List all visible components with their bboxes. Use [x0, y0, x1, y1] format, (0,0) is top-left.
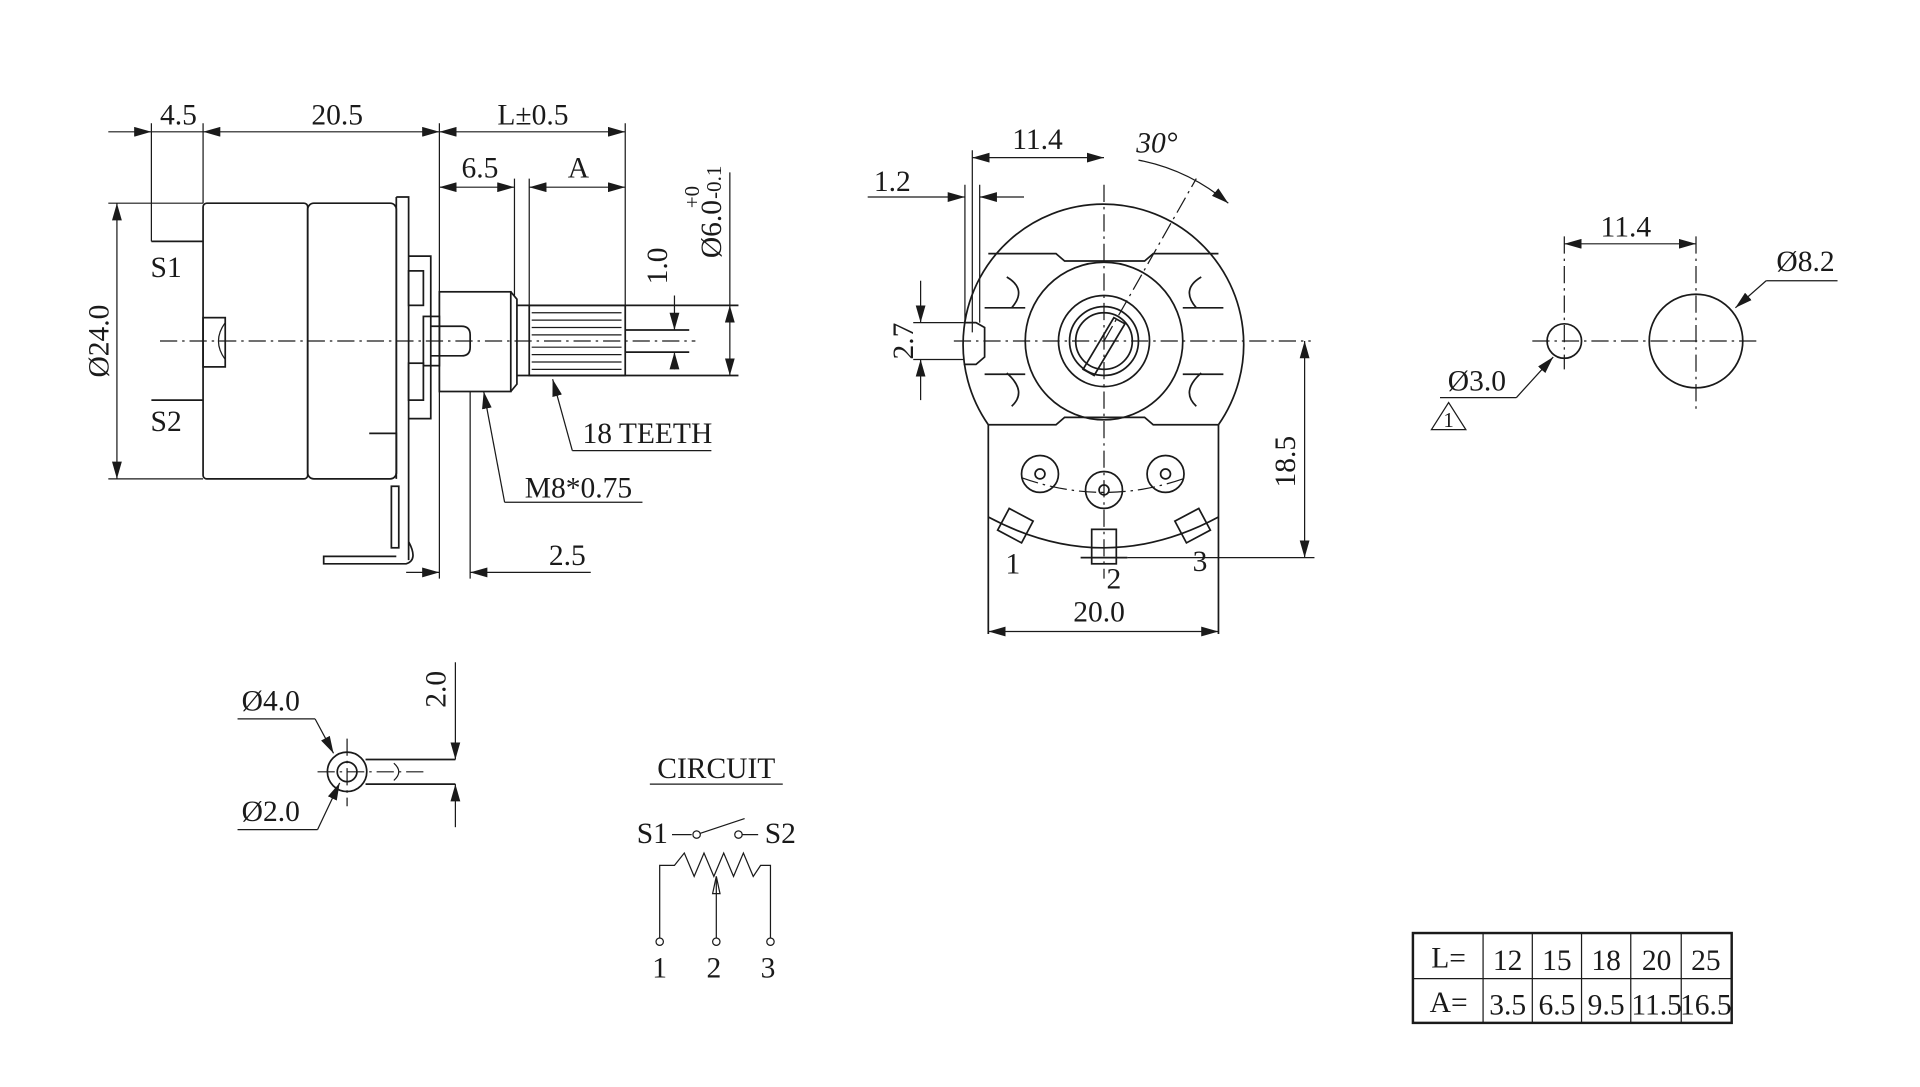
circuit-title: CIRCUIT [657, 753, 775, 785]
dim-1-0: 1.0 [642, 248, 674, 285]
table-row-A-label: A= [1430, 987, 1468, 1019]
dim-1-2: 1.2 [874, 166, 911, 198]
dim-2-5: 2.5 [549, 540, 586, 572]
dim-11-4: 11.4 [1012, 124, 1063, 156]
pin-1: 1 [1006, 549, 1021, 581]
pin-3: 3 [1193, 546, 1208, 578]
dim-A: A [568, 152, 590, 184]
dim-dia-4: Ø4.0 [242, 685, 300, 717]
pin-2: 2 [1106, 563, 1121, 595]
table-cell: 15 [1542, 945, 1572, 977]
dim-2-0: 2.0 [421, 671, 453, 708]
circuit-pin-2: 2 [706, 952, 721, 984]
circuit-s2: S2 [765, 818, 796, 850]
table-cell: 25 [1691, 945, 1721, 977]
cutout-dim-11-4: 11.4 [1601, 211, 1652, 243]
front-view: 1 2 3 11.4 30° 1.2 2.7 18.5 20.0 [867, 124, 1315, 637]
dim-L: L±0.5 [497, 99, 568, 131]
dim-dia-3-0: Ø3.0 [1448, 365, 1506, 397]
dim-18-5: 18.5 [1270, 436, 1302, 488]
table-row-L-label: L= [1431, 942, 1466, 974]
circuit-s1: S1 [637, 818, 668, 850]
dim-dia-6-tol-lower: -0.1 [702, 166, 726, 199]
label-s1: S1 [151, 252, 182, 284]
circuit-pin-1: 1 [652, 952, 667, 984]
table-cell: 9.5 [1588, 989, 1625, 1021]
table-cell: 12 [1493, 945, 1523, 977]
circuit-diagram: CIRCUIT S1 S2 1 2 3 [637, 753, 796, 984]
teeth-label: 18 TEETH [582, 418, 712, 450]
note-mark: 1 [1443, 408, 1453, 432]
dim-6-5: 6.5 [462, 152, 499, 184]
table-cell: 20 [1642, 945, 1672, 977]
dim-dia-6-tol-upper: +0 [680, 186, 704, 208]
table-cell: 3.5 [1489, 989, 1526, 1021]
table-cell: 11.5 [1631, 989, 1682, 1021]
table-cell: 16.5 [1680, 989, 1732, 1021]
dim-dia-8-2: Ø8.2 [1776, 246, 1834, 278]
label-s2: S2 [151, 406, 182, 438]
length-table: L= 12 15 18 20 25 A= 3.5 6.5 9.5 11.5 16… [1411, 931, 1733, 1025]
angle-30: 30° [1135, 128, 1178, 160]
side-view: 4.5 20.5 L±0.5 6.5 A Ø24.0 [83, 99, 739, 579]
circuit-pin-3: 3 [761, 952, 776, 984]
dim-dia-24: Ø24.0 [83, 305, 115, 378]
table-cell: 6.5 [1538, 989, 1575, 1021]
table-cell: 18 [1591, 945, 1621, 977]
dim-20-5: 20.5 [311, 99, 363, 131]
thread-label: M8*0.75 [525, 472, 632, 504]
panel-cutout: 11.4 Ø8.2 Ø3.0 1 [1430, 211, 1838, 432]
dim-dia-6: Ø6.0 [696, 200, 728, 258]
dim-4-5: 4.5 [160, 99, 197, 131]
lug-detail: 2.0 Ø4.0 Ø2.0 [237, 662, 461, 831]
dim-2-7: 2.7 [888, 323, 920, 360]
dim-20-0: 20.0 [1073, 597, 1125, 629]
dim-dia-2: Ø2.0 [242, 796, 300, 828]
